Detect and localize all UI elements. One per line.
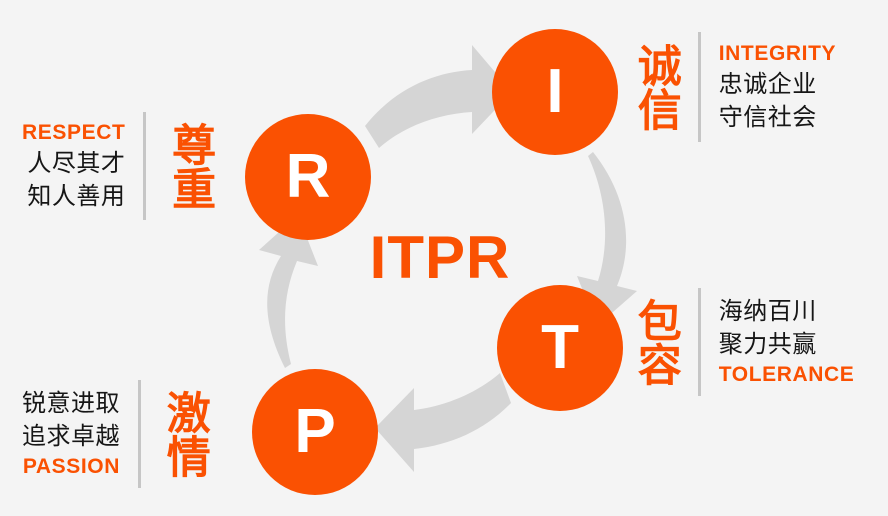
value-line-2-integrity: 守信社会 xyxy=(718,103,817,132)
value-block-integrity: 诚信 INTEGRITY 忠诚企业 守信社会 xyxy=(630,32,836,142)
value-latin-integrity: INTEGRITY xyxy=(718,41,837,65)
value-latin-tolerance: TOLERANCE xyxy=(718,362,855,386)
arrow-r-to-i-icon xyxy=(365,45,512,148)
value-title-respect: 尊重 xyxy=(146,122,216,210)
value-latin-passion: PASSION xyxy=(22,454,120,478)
value-divider-tolerance xyxy=(697,288,701,396)
center-acronym: ITPR xyxy=(369,224,511,291)
value-line-1-passion: 锐意进取 xyxy=(22,388,120,417)
value-title-tolerance: 包容 xyxy=(630,298,698,386)
value-title-passion: 激情 xyxy=(141,390,210,478)
value-line-2-tolerance: 聚力共赢 xyxy=(718,329,817,358)
node-letter-p: P xyxy=(294,397,336,466)
value-title-char-1-respect: 尊重 xyxy=(164,122,216,210)
value-line-1-tolerance: 海纳百川 xyxy=(718,296,817,325)
value-title-char-1-integrity: 诚信 xyxy=(629,43,681,131)
value-line-2-respect: 知人善用 xyxy=(27,182,126,211)
node-letter-i: I xyxy=(546,57,564,126)
node-circle-tolerance[interactable]: T xyxy=(497,285,623,411)
value-title-char-1-passion: 激情 xyxy=(158,390,210,478)
value-latin-respect: RESPECT xyxy=(22,120,126,144)
value-block-respect: RESPECT 人尽其才 知人善用 尊重 xyxy=(22,112,216,220)
value-detail-tolerance: 海纳百川 聚力共赢 TOLERANCE xyxy=(701,295,855,390)
value-block-tolerance: 包容 海纳百川 聚力共赢 TOLERANCE xyxy=(630,288,854,396)
node-circle-passion[interactable]: P xyxy=(252,369,378,495)
node-letter-r: R xyxy=(285,142,331,211)
node-circle-integrity[interactable]: I xyxy=(492,29,618,155)
node-letter-t: T xyxy=(541,313,579,382)
arrow-t-to-p-icon xyxy=(375,373,511,472)
value-line-1-respect: 人尽其才 xyxy=(27,149,126,178)
value-block-passion: 锐意进取 追求卓越 PASSION 激情 xyxy=(22,380,210,488)
value-divider-passion xyxy=(138,380,141,488)
value-divider-integrity xyxy=(697,32,701,142)
node-circle-respect[interactable]: R xyxy=(245,114,371,240)
value-line-2-passion: 追求卓越 xyxy=(22,421,120,450)
value-detail-integrity: INTEGRITY 忠诚企业 守信社会 xyxy=(701,40,836,135)
value-line-1-integrity: 忠诚企业 xyxy=(718,70,817,99)
value-detail-passion: 锐意进取 追求卓越 PASSION xyxy=(22,387,138,482)
value-title-integrity: 诚信 xyxy=(630,43,698,131)
value-divider-respect xyxy=(143,112,147,220)
value-title-char-1-tolerance: 包容 xyxy=(629,298,681,386)
value-detail-respect: RESPECT 人尽其才 知人善用 xyxy=(22,119,143,214)
